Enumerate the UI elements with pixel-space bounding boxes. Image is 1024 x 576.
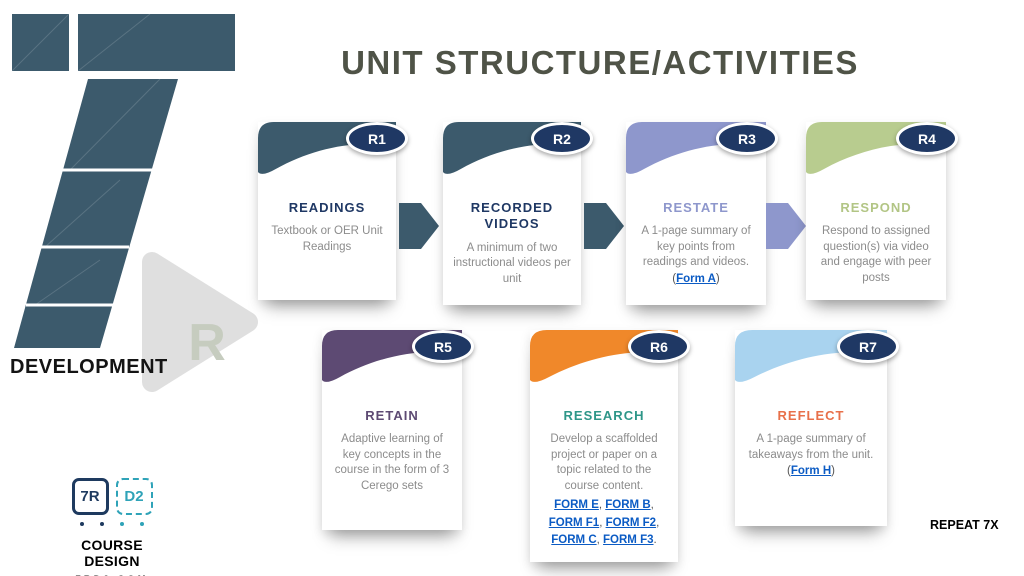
- arrow-right-icon: [584, 203, 624, 249]
- form-e-link[interactable]: FORM E: [554, 499, 599, 512]
- card-research: R6 RESEARCH Develop a scaffolded project…: [530, 330, 690, 562]
- card-title: RESEARCH: [563, 408, 645, 423]
- card-reflect: R7 REFLECT A 1-page summary of takeaways…: [735, 330, 899, 526]
- form-f3-link[interactable]: FORM F3: [603, 533, 654, 546]
- badge-r5: R5: [412, 330, 474, 363]
- card-title: RESTATE: [663, 200, 729, 215]
- brand-name: COURSE DESIGN: [81, 537, 143, 569]
- form-h-link[interactable]: Form H: [790, 465, 832, 478]
- badge-r3: R3: [716, 122, 778, 155]
- seven-logo: R: [11, 13, 258, 392]
- badge-r7: R7: [837, 330, 899, 363]
- badge-r1: R1: [346, 122, 408, 155]
- card-recorded-videos: R2 RECORDED VIDEOS A minimum of two inst…: [443, 122, 593, 305]
- form-c-link[interactable]: FORM C: [551, 533, 597, 546]
- logo-connector-dots: [80, 522, 144, 526]
- card-respond: R4 RESPOND Respond to assigned question(…: [806, 122, 958, 300]
- card-readings: R1 READINGS Textbook or OER Unit Reading…: [258, 122, 408, 300]
- arrow-right-icon: [766, 203, 806, 249]
- form-b-link[interactable]: FORM B: [605, 499, 651, 512]
- card-title: RESPOND: [840, 200, 912, 215]
- form-link-line: (Form A): [672, 272, 720, 285]
- card-title: RECORDED VIDEOS: [470, 200, 554, 232]
- arrow-right-icon: [399, 203, 439, 249]
- card-title: REFLECT: [777, 408, 845, 423]
- card-retain: R5 RETAIN Adaptive learning of key conce…: [322, 330, 474, 530]
- card-body: A 1-page summary of takeaways from the u…: [748, 433, 874, 461]
- form-f1-link[interactable]: FORM F1: [548, 516, 600, 529]
- card-restate: R3 RESTATE A 1-page summary of key point…: [626, 122, 778, 305]
- repeat-label: REPEAT 7X: [930, 518, 999, 532]
- form-a-link[interactable]: Form A: [676, 272, 716, 285]
- logo-box-d2: D2: [115, 478, 153, 515]
- logo-box-7r: 7R: [71, 478, 109, 515]
- card-body: Textbook or OER Unit Readings: [271, 225, 383, 253]
- card-body: Develop a scaffolded project or paper on…: [550, 433, 658, 492]
- form-link-line: (Form H): [787, 465, 835, 478]
- card-title: READINGS: [288, 200, 366, 215]
- development-label: DEVELOPMENT: [10, 356, 168, 378]
- play-triangle-icon: [142, 252, 258, 392]
- card-body: Respond to assigned question(s) via vide…: [820, 225, 932, 284]
- card-body: A minimum of two instructional videos pe…: [453, 241, 571, 285]
- card-body: Adaptive learning of key concepts in the…: [334, 433, 450, 492]
- badge-r6: R6: [628, 330, 690, 363]
- page-title: UNIT STRUCTURE/ACTIVITIES: [341, 44, 859, 81]
- badge-r2: R2: [531, 122, 593, 155]
- card-body: A 1-page summary of key points from read…: [641, 225, 751, 269]
- card-title: RETAIN: [365, 408, 419, 423]
- play-letter: R: [188, 314, 226, 372]
- form-f2-link[interactable]: FORM F2: [605, 516, 657, 529]
- form-links: FORM E, FORM B, FORM F1, FORM F2, FORM C…: [548, 499, 660, 546]
- badge-r4: R4: [896, 122, 958, 155]
